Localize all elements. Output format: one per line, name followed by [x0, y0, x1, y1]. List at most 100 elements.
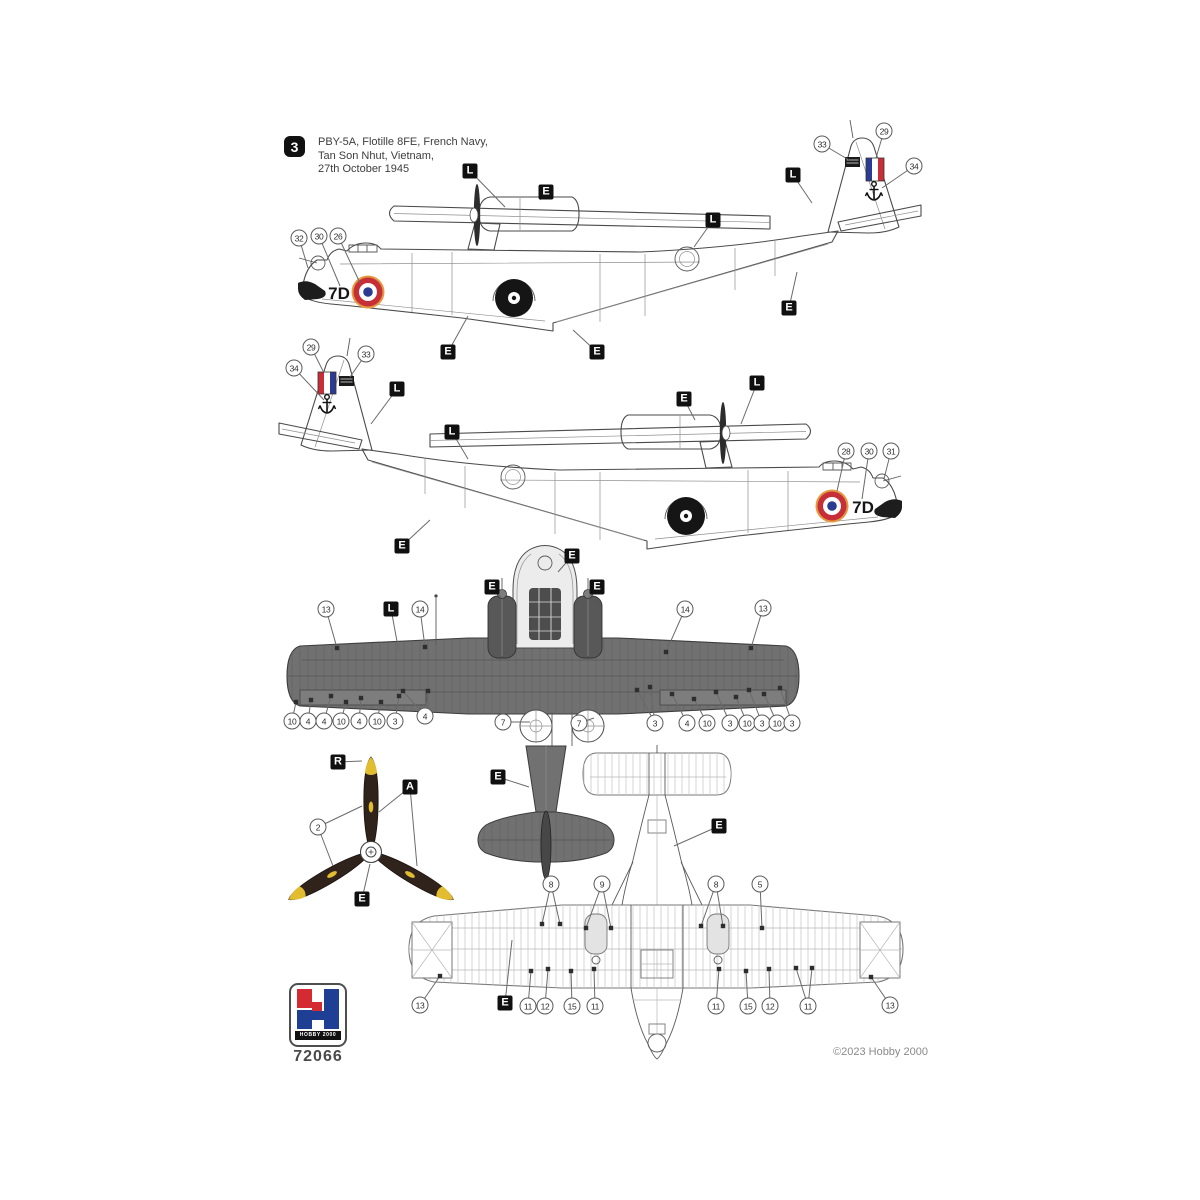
callout-top-7: 7 [570, 714, 588, 732]
callout-side-starboard-e: E [676, 391, 692, 407]
scheme-title: PBY-5A, Flotille 8FE, French Navy, Tan S… [318, 136, 488, 177]
callout-top-3: 3 [646, 714, 664, 732]
callout-side-starboard-l: L [749, 375, 765, 391]
callout-top-4: 4 [416, 707, 434, 725]
callout-side-port-e: E [440, 344, 456, 360]
part-tick [748, 645, 754, 651]
part-tick [334, 645, 340, 651]
callout-side-starboard-33: 33 [357, 345, 375, 363]
part-tick [809, 965, 815, 971]
callout-top-10: 10 [368, 712, 386, 730]
part-tick [343, 699, 349, 705]
leader-line [337, 235, 361, 284]
callout-top-3: 3 [386, 712, 404, 730]
hobby2000-logo: HOBBY 2000 [289, 983, 347, 1047]
part-tick [608, 925, 614, 931]
part-tick [777, 685, 783, 691]
part-tick [716, 966, 722, 972]
part-tick [358, 695, 364, 701]
leader-line [318, 235, 341, 287]
wing-float-left [411, 921, 453, 979]
part-tick [733, 694, 739, 700]
callout-bottom-12: 12 [761, 997, 779, 1015]
callout-propeller-r: R [330, 754, 346, 770]
callout-side-port-33: 33 [813, 135, 831, 153]
callout-propeller-2: 2 [309, 818, 327, 836]
callout-bottom-8: 8 [707, 875, 725, 893]
callout-side-port-l: L [705, 212, 721, 228]
callout-top-3: 3 [783, 714, 801, 732]
part-tick [437, 973, 443, 979]
callout-top-4: 4 [299, 712, 317, 730]
tail-code-starboard: 7D [852, 498, 874, 517]
scheme-title-line2: Tan Son Nhut, Vietnam, [318, 149, 434, 162]
callout-side-starboard-l: L [389, 381, 405, 397]
tail-top-view-drawing [477, 745, 615, 880]
roundel-port [351, 275, 385, 309]
callout-top-l: L [383, 601, 399, 617]
callout-side-starboard-l: L [444, 424, 460, 440]
callout-side-port-26: 26 [329, 227, 347, 245]
fin-flag-port [865, 157, 885, 182]
callout-side-port-30: 30 [310, 227, 328, 245]
callout-bottom-15: 15 [739, 997, 757, 1015]
propeller-detail-drawing [284, 756, 458, 907]
callout-top-e: E [484, 579, 500, 595]
callout-bottom-5: 5 [751, 875, 769, 893]
part-tick [720, 923, 726, 929]
callout-side-starboard-29: 29 [302, 338, 320, 356]
part-tick [761, 691, 767, 697]
part-tick [528, 968, 534, 974]
callout-tail-top-e: E [490, 769, 506, 785]
callout-top-4: 4 [678, 714, 696, 732]
part-tick [793, 965, 799, 971]
callout-side-starboard-30: 30 [860, 442, 878, 460]
part-tick [698, 923, 704, 929]
callout-bottom-e: E [711, 818, 727, 834]
callout-side-starboard-34: 34 [285, 359, 303, 377]
part-tick [308, 697, 314, 703]
callout-propeller-a: A [402, 779, 418, 795]
scheme-header: 3 PBY-5A, Flotille 8FE, French Navy, Tan… [284, 136, 488, 177]
callout-side-starboard-e: E [394, 538, 410, 554]
part-tick [557, 921, 563, 927]
fin-stencil-starboard [339, 376, 354, 386]
scheme-number-badge: 3 [284, 136, 305, 157]
kit-number: 72066 [293, 1048, 343, 1065]
callout-bottom-15: 15 [563, 997, 581, 1015]
callout-top-3: 3 [721, 714, 739, 732]
part-tick [545, 966, 551, 972]
callout-top-10: 10 [332, 712, 350, 730]
retracted-wheel-left [519, 709, 553, 743]
hobby2000-logo-mark [297, 989, 339, 1029]
callout-propeller-e: E [354, 891, 370, 907]
callout-top-4: 4 [350, 712, 368, 730]
part-tick [583, 925, 589, 931]
callout-top-4: 4 [315, 712, 333, 730]
callout-side-starboard-28: 28 [837, 442, 855, 460]
part-tick [293, 699, 299, 705]
callout-side-port-e: E [781, 300, 797, 316]
callout-side-port-29: 29 [875, 122, 893, 140]
callout-bottom-9: 9 [593, 875, 611, 893]
wing-float-right [859, 921, 901, 979]
copyright-text: ©2023 Hobby 2000 [833, 1046, 928, 1058]
callout-side-port-e: E [589, 344, 605, 360]
callout-bottom-11: 11 [799, 997, 817, 1015]
fin-flag-starboard [317, 371, 337, 395]
roundel-starboard [815, 489, 849, 523]
callout-side-port-32: 32 [290, 229, 308, 247]
part-tick [743, 968, 749, 974]
callout-top-7: 7 [494, 713, 512, 731]
part-tick [713, 689, 719, 695]
side-view-port-drawing: 7D [297, 119, 922, 332]
part-tick [746, 687, 752, 693]
callout-bottom-13: 13 [881, 996, 899, 1014]
part-tick [759, 925, 765, 931]
callout-bottom-e: E [497, 995, 513, 1011]
callout-bottom-11: 11 [707, 997, 725, 1015]
callout-side-port-34: 34 [905, 157, 923, 175]
part-tick [396, 693, 402, 699]
part-tick [425, 688, 431, 694]
